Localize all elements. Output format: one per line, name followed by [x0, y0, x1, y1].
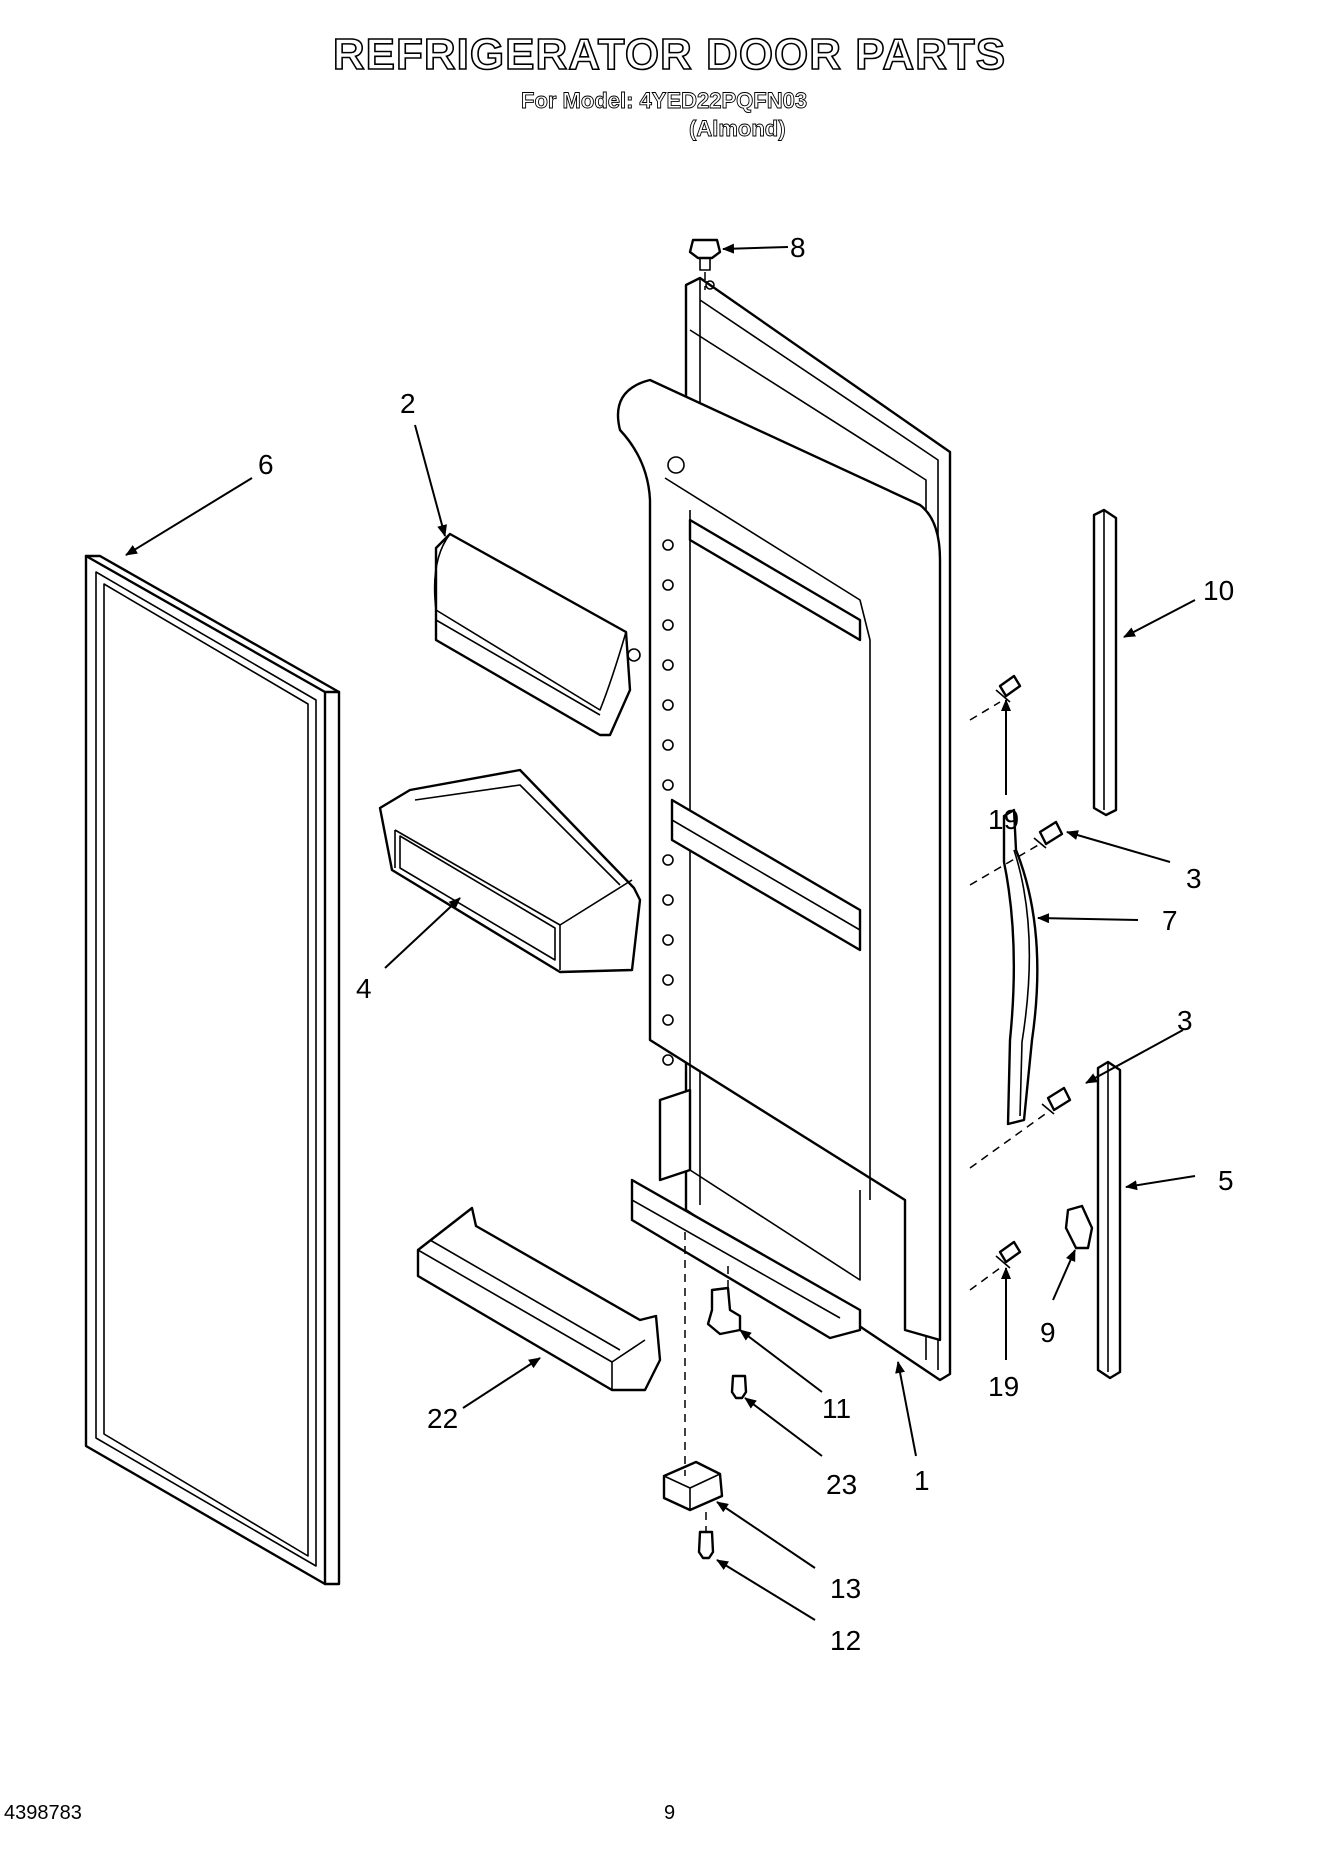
screw-3-lower-part [1041, 1086, 1072, 1115]
screw-19-lower-part [995, 1240, 1022, 1269]
callout-8: 8 [790, 232, 806, 263]
callout-19-upper: 19 [988, 804, 1019, 835]
color-line: (Almond) [689, 116, 786, 142]
callout-23: 23 [826, 1469, 857, 1500]
callout-6: 6 [258, 449, 274, 480]
trim-strip-upper-part [1092, 508, 1118, 817]
callout-9: 9 [1040, 1317, 1056, 1348]
door-liner-part [616, 276, 952, 1382]
screw-19-upper-part [995, 674, 1022, 703]
callout-5: 5 [1218, 1165, 1234, 1196]
hinge-pin-part [706, 1286, 742, 1336]
callout-22: 22 [427, 1403, 458, 1434]
callout-labels: 8 2 6 10 19 3 7 4 3 5 9 19 22 11 23 1 13… [258, 232, 1234, 1656]
callout-12: 12 [830, 1625, 861, 1656]
callout-3-upper: 3 [1186, 863, 1202, 894]
callout-2: 2 [400, 388, 416, 419]
door-bin-part [378, 768, 642, 974]
screw-23-part [730, 1374, 748, 1400]
callout-19-lower: 19 [988, 1371, 1019, 1402]
screw-12-part [697, 1530, 715, 1560]
callout-arrows [125, 243, 1196, 1621]
callout-13: 13 [830, 1573, 861, 1604]
callout-1: 1 [914, 1465, 930, 1496]
trim-strip-lower-part [1096, 1060, 1122, 1380]
callout-3-lower: 3 [1177, 1005, 1193, 1036]
dairy-door-part [433, 532, 641, 737]
assembly-lines [684, 272, 1049, 1532]
callout-7: 7 [1162, 905, 1178, 936]
screw-3-upper-part [1033, 820, 1064, 849]
model-line: For Model: 4YED22PQFN03 [521, 88, 808, 114]
top-hinge-screw-part [688, 238, 722, 271]
door-gasket-part [84, 554, 341, 1586]
page-title: REFRIGERATOR DOOR PARTS [332, 29, 1007, 80]
callout-10: 10 [1203, 575, 1234, 606]
callout-11: 11 [822, 1393, 851, 1424]
page-number: 9 [664, 1802, 676, 1824]
clip-9-part [1064, 1204, 1094, 1250]
door-handle-part [1002, 808, 1039, 1126]
document-number: 4398783 [4, 1802, 82, 1824]
bottom-hinge-part [662, 1460, 724, 1512]
callout-4: 4 [356, 973, 372, 1004]
door-shelf-rail-part [416, 1206, 662, 1392]
